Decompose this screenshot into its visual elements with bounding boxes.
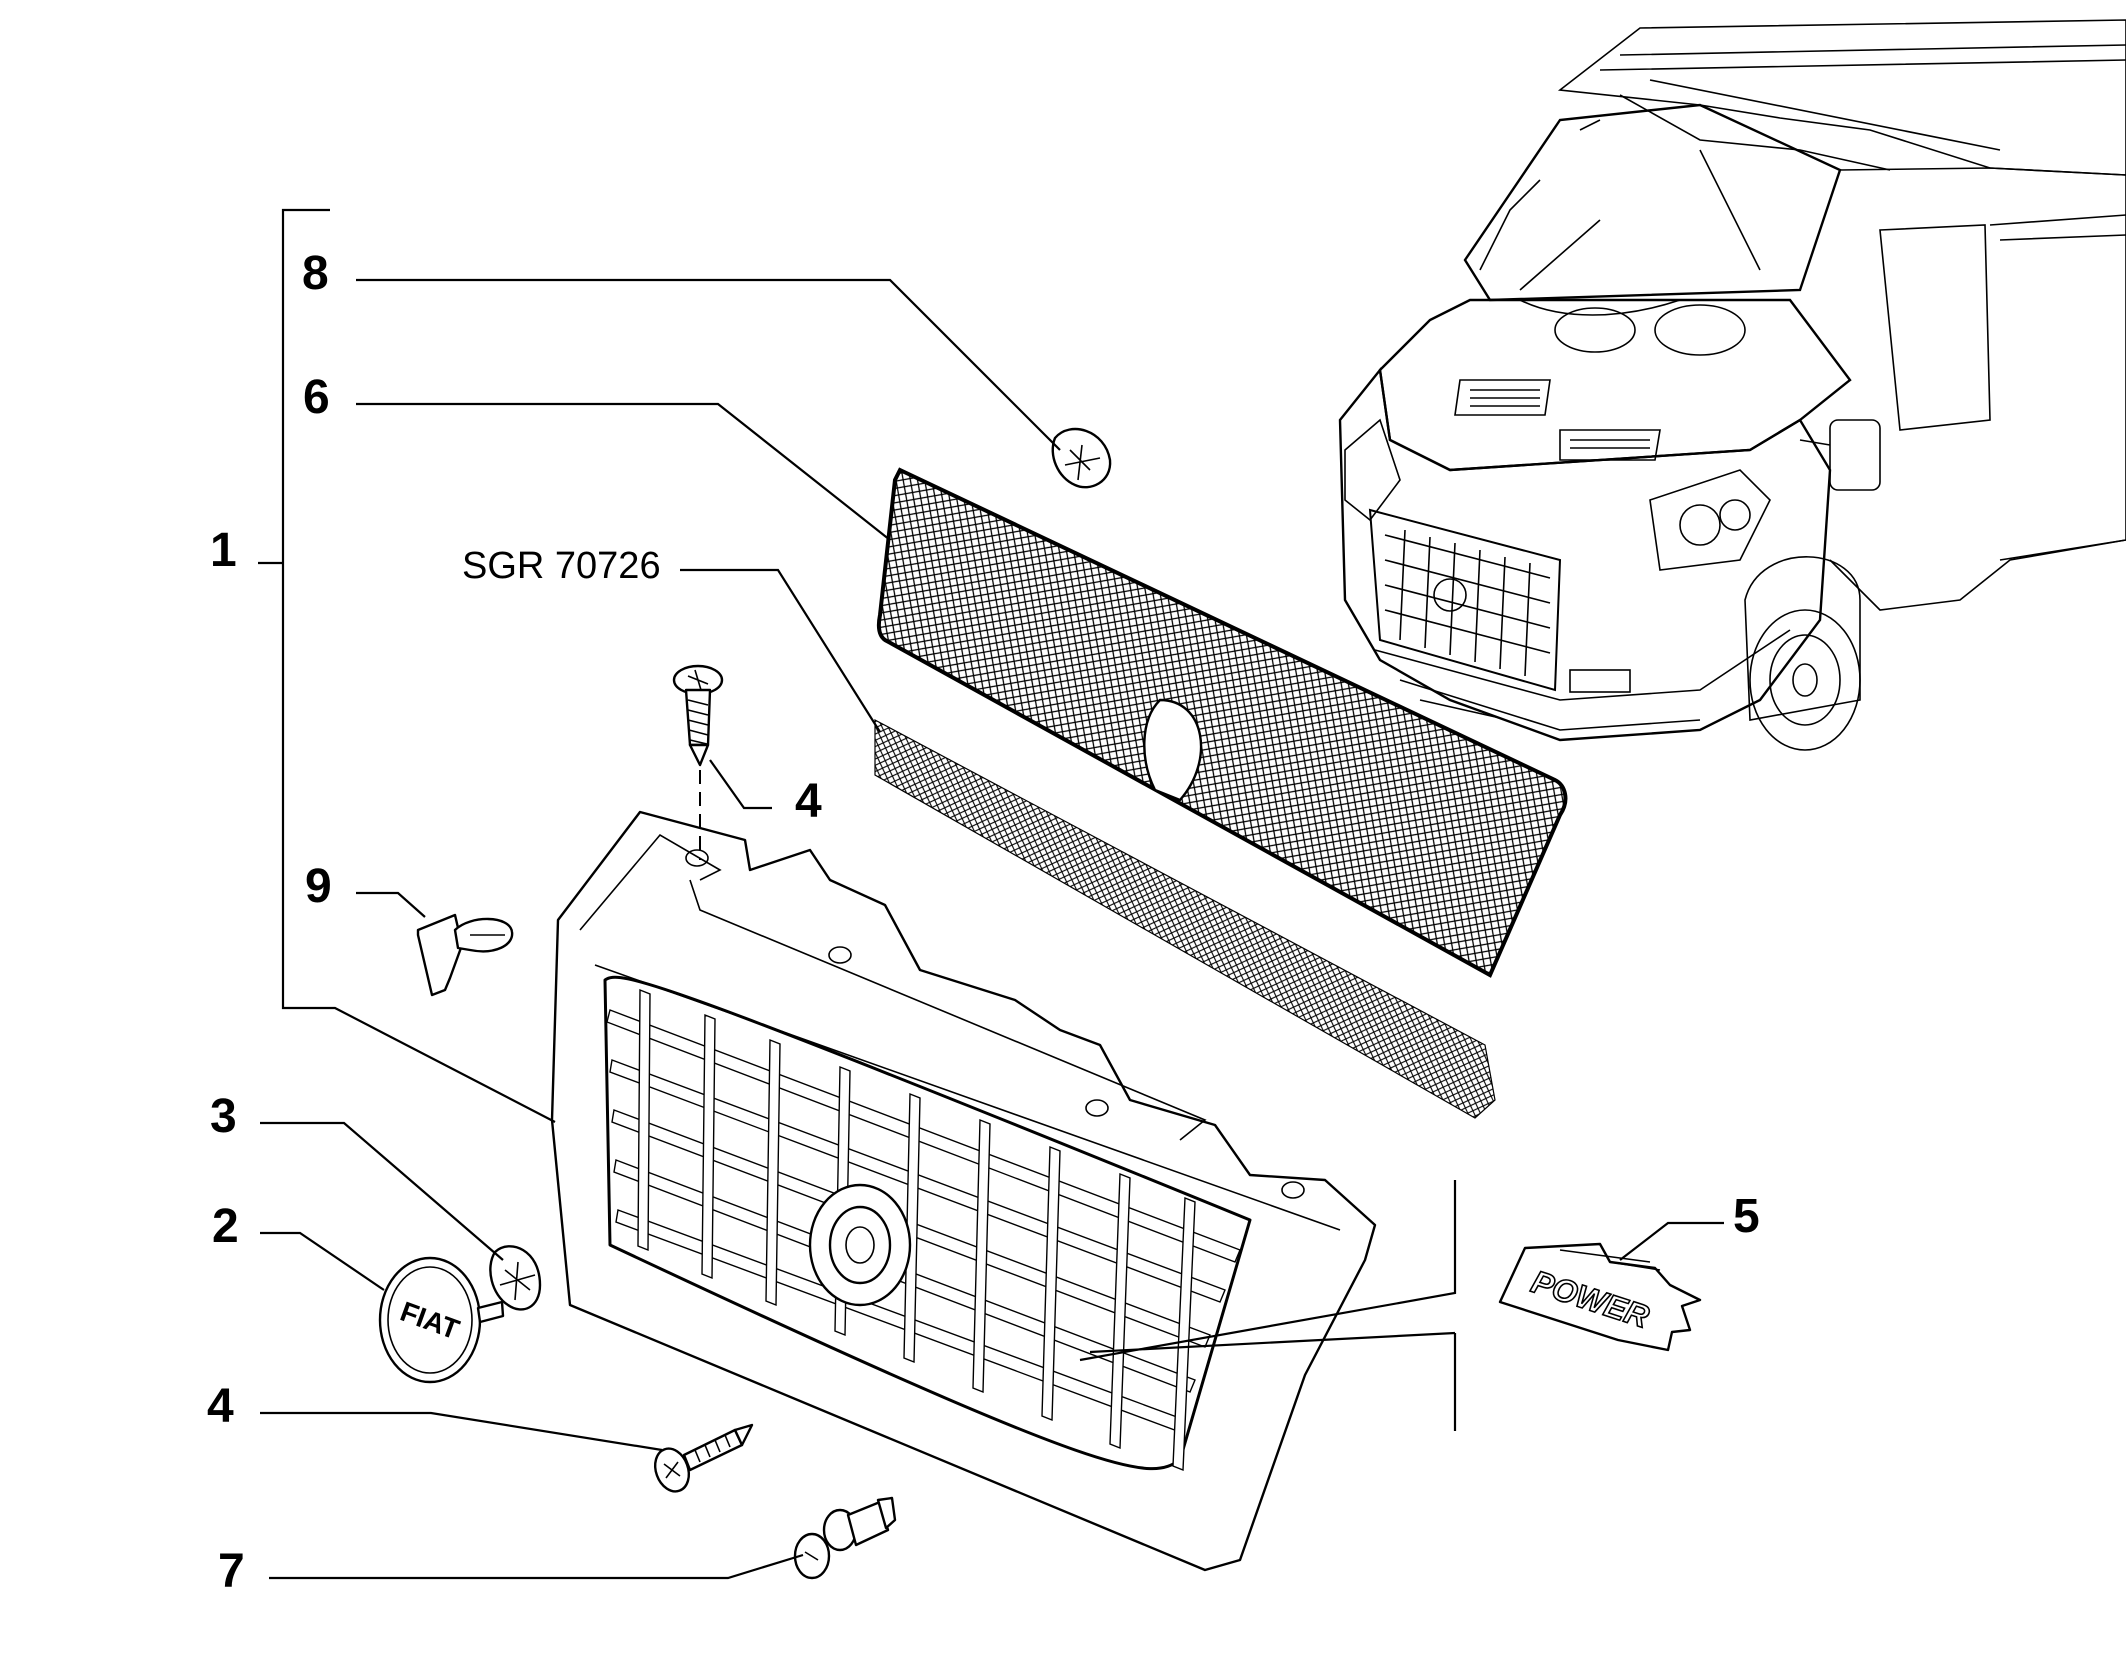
reference-code: SGR 70726: [462, 545, 661, 587]
clip-nut: [1051, 427, 1112, 489]
callout-badge-clip: 3: [210, 1090, 237, 1143]
callout-clip-nut: 8: [302, 247, 329, 300]
callout-screw-top: 4: [795, 775, 822, 828]
push-rivet: [793, 1496, 897, 1580]
callout-assembly: 1: [210, 524, 237, 577]
callout-screw-bottom: 4: [207, 1380, 234, 1433]
retainer-clip: [416, 913, 514, 997]
power-badge: POWER: [1498, 1242, 1702, 1352]
leader-lines: [258, 208, 1724, 1580]
callout-retainer: 9: [305, 860, 332, 913]
upper-mesh-insert: [876, 467, 1568, 978]
lower-mesh-strip: [874, 719, 1496, 1119]
front-grille: [550, 810, 1377, 1572]
van-illustration: [1338, 19, 2126, 751]
bottom-screw: [653, 1423, 754, 1493]
callout-mesh-upper: 6: [303, 371, 330, 424]
fiat-badge: FIAT: [378, 1256, 505, 1384]
callout-badge: 2: [212, 1200, 239, 1253]
callout-push-rivet: 7: [218, 1545, 245, 1598]
badge-clip: [489, 1245, 542, 1311]
top-screw: [672, 664, 724, 860]
callout-power-badge: 5: [1733, 1190, 1760, 1243]
